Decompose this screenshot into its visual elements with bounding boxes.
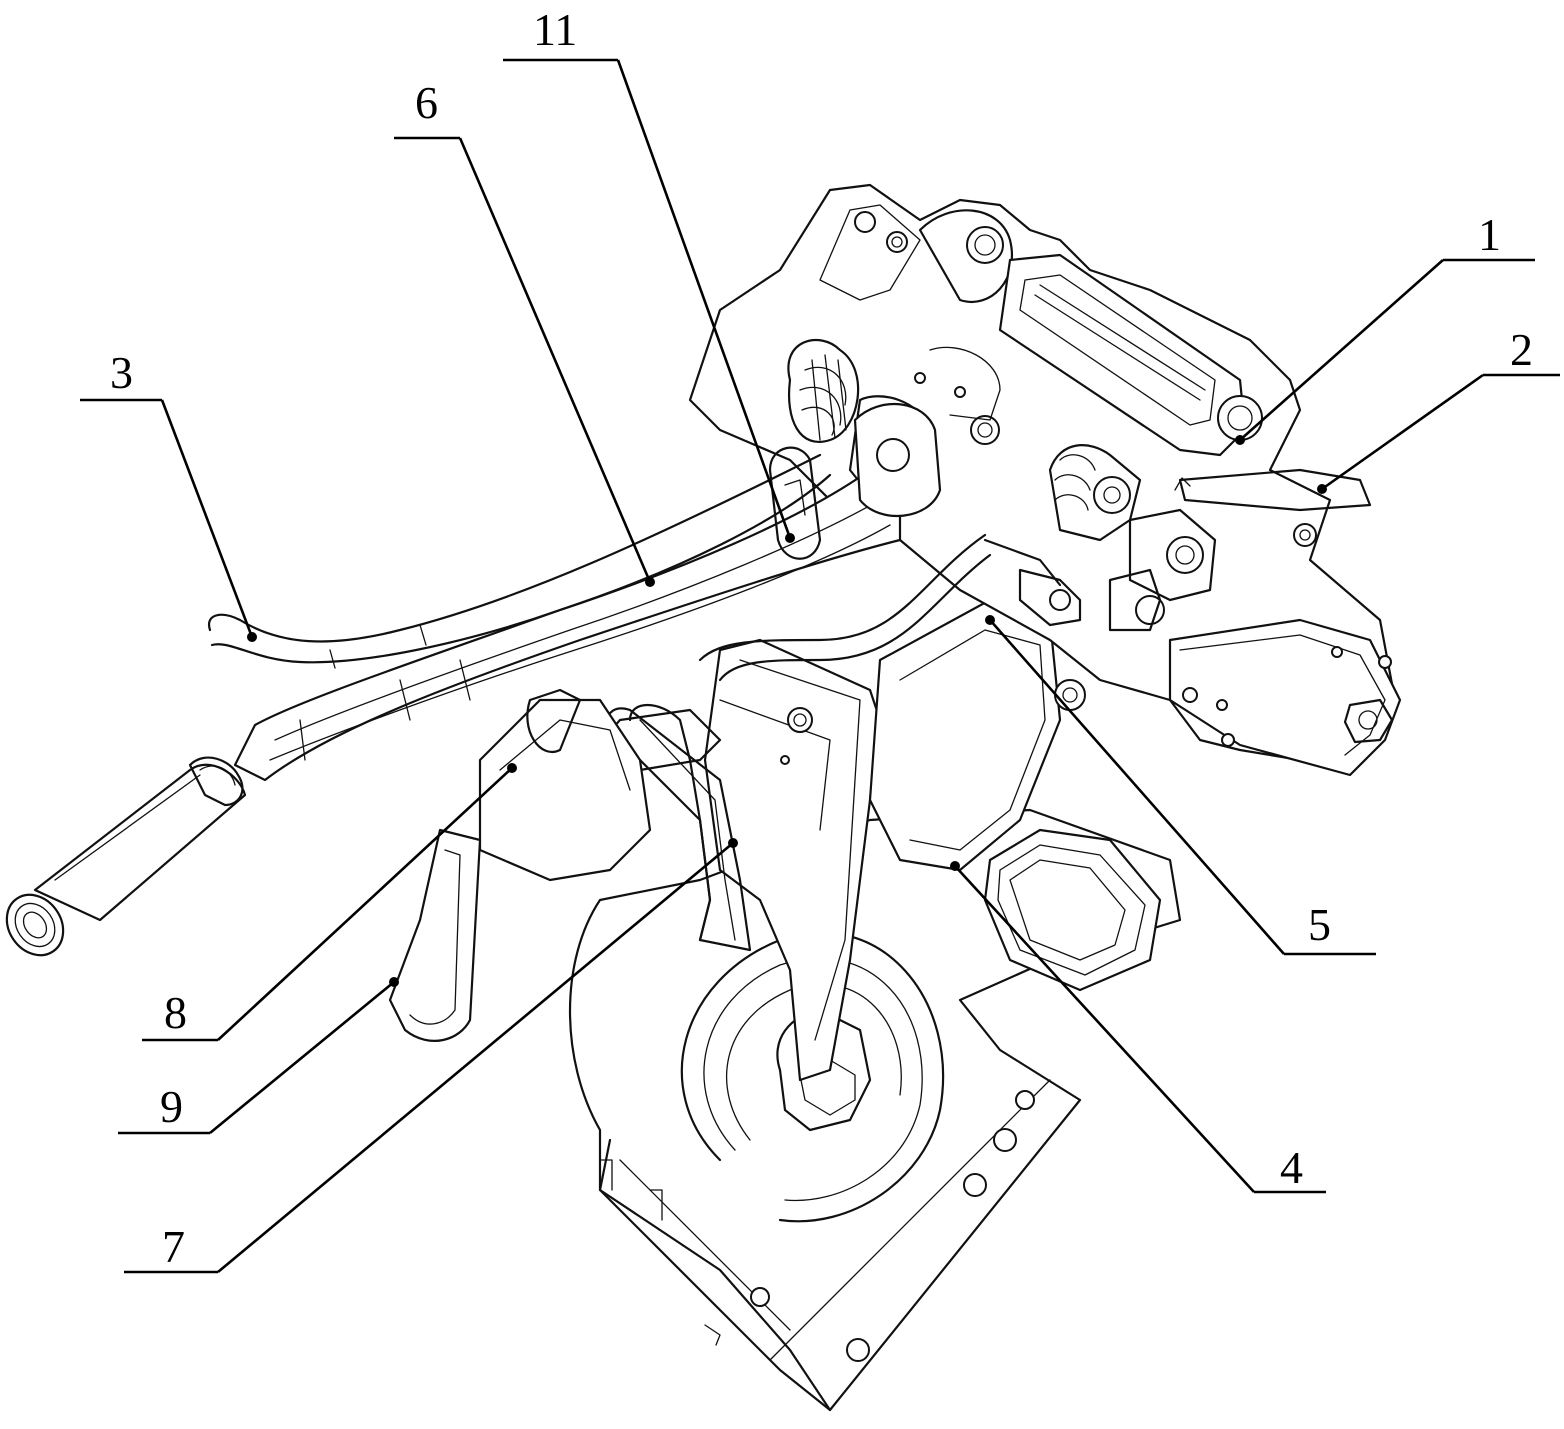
callout-5: 5: [1308, 899, 1331, 950]
callout-4: 4: [1280, 1142, 1303, 1193]
dot-7: [728, 838, 738, 848]
callout-6: 6: [415, 77, 438, 128]
leader-6: [460, 138, 650, 582]
leader-1: [1240, 260, 1443, 440]
dot-8: [507, 763, 517, 773]
callout-9: 9: [160, 1081, 183, 1132]
leader-3: [162, 400, 252, 637]
callout-2: 2: [1510, 324, 1533, 375]
dot-11: [785, 533, 795, 543]
callout-7: 7: [162, 1221, 185, 1272]
dot-2: [1317, 484, 1327, 494]
leader-9: [210, 982, 394, 1133]
dot-3: [247, 632, 257, 642]
callout-8: 8: [164, 987, 187, 1038]
callout-3: 3: [110, 347, 133, 398]
callout-11: 11: [533, 4, 577, 55]
dot-4: [950, 861, 960, 871]
leader-2: [1322, 375, 1483, 489]
callout-1: 1: [1478, 209, 1501, 260]
dot-6: [645, 577, 655, 587]
dot-5: [985, 615, 995, 625]
dot-1: [1235, 435, 1245, 445]
dot-9: [389, 977, 399, 987]
